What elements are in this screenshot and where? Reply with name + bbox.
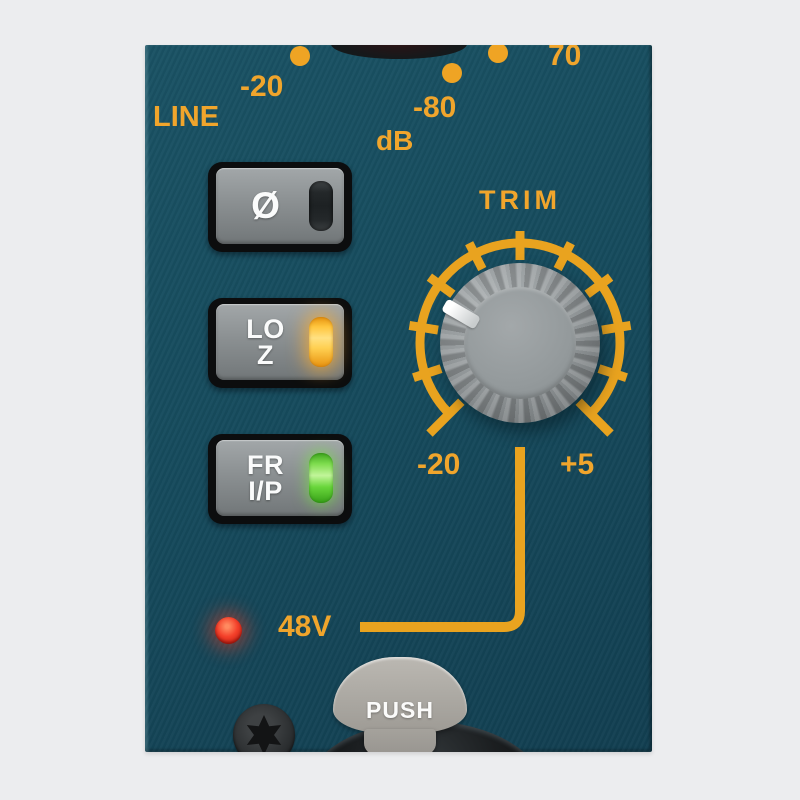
gain-tick-minus80: -80 <box>413 91 457 124</box>
trim-knob[interactable] <box>440 263 600 423</box>
push-tab-stem <box>364 729 436 752</box>
trim-knob-pointer <box>441 298 481 330</box>
gain-tick-minus20: -20 <box>240 70 284 103</box>
gain-knob-bottom-arc <box>331 45 467 59</box>
phantom-48v-label: 48V <box>278 610 332 643</box>
phantom-48v-led <box>215 617 242 644</box>
trim-knob-face <box>464 287 576 399</box>
line-label: LINE <box>153 101 220 133</box>
lo-z-led-amber <box>309 317 333 367</box>
lo-z-button-label: LO Z <box>246 314 285 370</box>
gain-tick-dot <box>290 46 310 66</box>
preamp-module-panel: LINE -20 -80 dB 70 Ø LO Z FR I/P TRIM <box>145 45 652 752</box>
fr-ip-led-green <box>309 453 333 503</box>
phase-led-off <box>309 181 333 231</box>
fr-ip-button[interactable]: FR I/P <box>208 434 352 524</box>
gain-tick-dot <box>488 45 508 63</box>
fr-ip-button-label: FR I/P <box>247 450 284 506</box>
push-tab-label: PUSH <box>366 697 434 723</box>
push-tab-dome: PUSH <box>333 657 467 733</box>
lo-z-button-face: LO Z <box>216 304 344 380</box>
trim-min-label: -20 <box>417 448 461 481</box>
push-tab-button[interactable]: PUSH <box>333 657 467 752</box>
phase-button[interactable]: Ø <box>208 162 352 252</box>
gain-tick-dot <box>442 63 462 83</box>
phase-button-label: Ø <box>251 185 280 226</box>
lo-z-button[interactable]: LO Z <box>208 298 352 388</box>
gain-db-unit-label: dB <box>376 125 414 156</box>
panel-screw <box>233 704 295 752</box>
screw-star-icon <box>246 715 282 752</box>
trim-max-label: +5 <box>560 448 595 481</box>
gain-tick-70: 70 <box>548 45 582 72</box>
fr-ip-button-face: FR I/P <box>216 440 344 516</box>
phase-button-face: Ø <box>216 168 344 244</box>
trim-label: TRIM <box>479 185 561 215</box>
